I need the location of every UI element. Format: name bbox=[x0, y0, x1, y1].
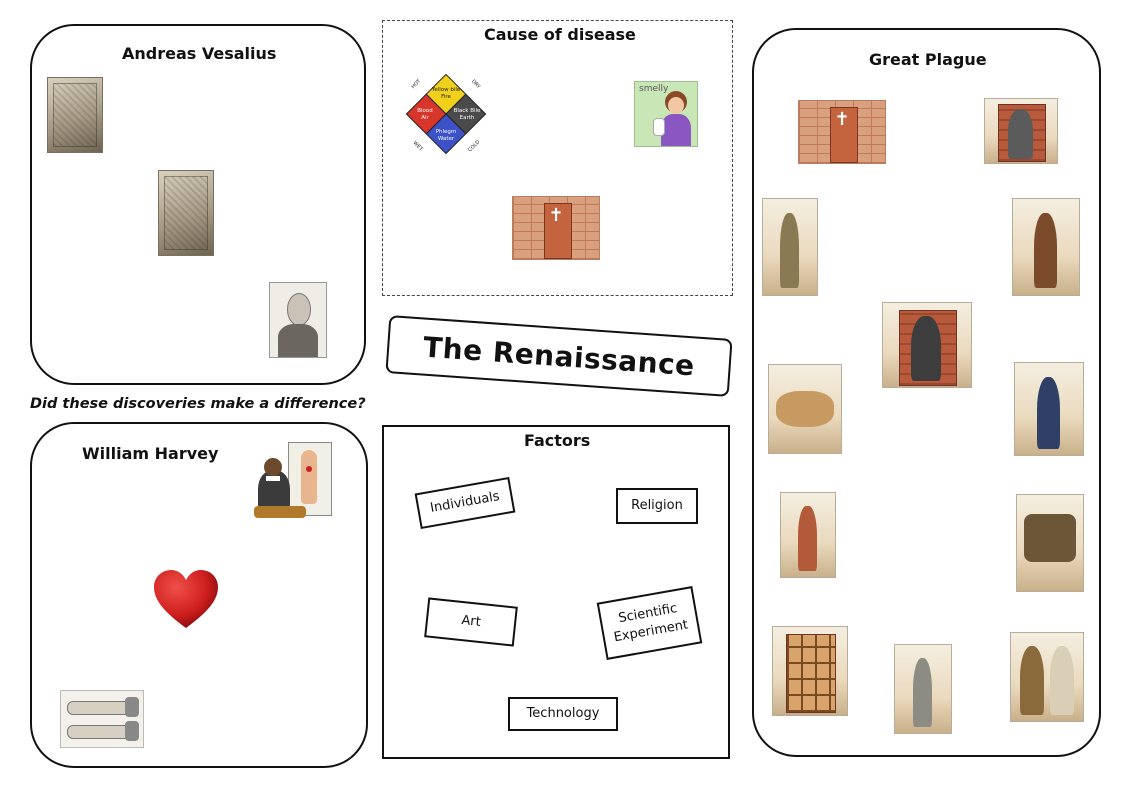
corner-label-wet: WET bbox=[412, 140, 425, 153]
portrait-head bbox=[286, 293, 312, 327]
chart-figure bbox=[301, 450, 317, 504]
doctor-figure bbox=[1034, 213, 1057, 289]
animal-figure bbox=[776, 391, 834, 427]
portrait-body bbox=[278, 324, 318, 357]
woman-figure bbox=[798, 505, 817, 572]
humour-label-fire: Fire bbox=[441, 94, 451, 100]
harvey-desk bbox=[254, 506, 306, 518]
humour-quadrant-red bbox=[405, 93, 447, 135]
cause-title: Cause of disease bbox=[484, 25, 636, 44]
doctor-visit-picture[interactable] bbox=[1012, 198, 1080, 296]
cart-figure bbox=[1023, 514, 1077, 563]
plague-doctor-door-picture[interactable] bbox=[882, 302, 972, 388]
cross-mark: ✝ bbox=[548, 204, 564, 226]
cross-mark: ✝ bbox=[834, 108, 850, 130]
man-figure-right bbox=[1049, 646, 1075, 715]
main-title: The Renaissance bbox=[422, 330, 696, 382]
harvey-collar bbox=[266, 476, 280, 481]
hand-upper bbox=[125, 697, 139, 717]
harvey-head bbox=[264, 458, 282, 476]
humour-label-air: Air bbox=[421, 115, 429, 121]
factor-scientific-experiment[interactable]: Scientific Experiment bbox=[596, 586, 703, 660]
four-humours-icon[interactable]: Yellow bile Fire Black Bile Earth Phlegm… bbox=[401, 69, 491, 159]
person-hand bbox=[653, 118, 665, 136]
burial-coffin-picture[interactable] bbox=[1014, 362, 1084, 456]
man-figure-left bbox=[1019, 646, 1045, 715]
street-cart-picture[interactable] bbox=[1016, 494, 1084, 592]
plague-door-picture[interactable]: ✝ bbox=[512, 196, 600, 260]
factors-panel: Factors Individuals Religion Art Scienti… bbox=[382, 425, 730, 759]
two-men-picture[interactable] bbox=[1010, 632, 1084, 722]
galen-portrait[interactable] bbox=[269, 282, 327, 358]
timber-house-picture[interactable] bbox=[772, 626, 848, 716]
humour-label-phlegm: Phlegm bbox=[436, 129, 457, 135]
person-face bbox=[668, 97, 684, 114]
humour-label-earth: Earth bbox=[460, 115, 475, 121]
circulation-experiment-engraving[interactable] bbox=[60, 690, 144, 748]
harvey-lecture-picture[interactable] bbox=[252, 440, 334, 522]
bearer-figure bbox=[1036, 376, 1060, 449]
dead-animals-picture[interactable] bbox=[768, 364, 842, 454]
factor-art[interactable]: Art bbox=[424, 597, 518, 647]
corner-label-dry: DRY bbox=[470, 79, 482, 91]
smelly-person-picture[interactable]: smelly bbox=[634, 81, 698, 147]
watchman-picture[interactable] bbox=[984, 98, 1058, 164]
humour-label-yellow: Yellow bile bbox=[431, 87, 461, 93]
woman-at-door-picture[interactable] bbox=[780, 492, 836, 578]
corner-label-hot: HOT bbox=[410, 78, 423, 91]
hand-lower bbox=[125, 721, 139, 741]
plague-title: Great Plague bbox=[869, 50, 987, 69]
main-title-box: The Renaissance bbox=[385, 315, 733, 397]
plague-doctor-figure bbox=[911, 315, 942, 382]
factor-religion[interactable]: Religion bbox=[616, 488, 698, 524]
humour-label-blackbile: Black Bile bbox=[454, 108, 481, 114]
harvey-panel: William Harvey bbox=[30, 422, 368, 768]
anatomy-lesson-engraving[interactable] bbox=[158, 170, 214, 256]
sweeping-woman-picture[interactable] bbox=[894, 644, 952, 734]
vesalius-panel: Andreas Vesalius bbox=[30, 24, 366, 385]
plague-door-cross-picture[interactable]: ✝ bbox=[798, 100, 886, 164]
nurse-figure bbox=[780, 213, 799, 289]
corner-label-cold: COLD bbox=[467, 139, 481, 153]
factors-title: Factors bbox=[524, 431, 591, 450]
humour-label-water: Water bbox=[438, 136, 455, 142]
sweeper-figure bbox=[912, 658, 932, 727]
vesalius-title: Andreas Vesalius bbox=[122, 44, 277, 63]
factor-technology[interactable]: Technology bbox=[508, 697, 618, 731]
watchman-figure bbox=[1008, 108, 1033, 159]
timber-frame bbox=[786, 634, 836, 714]
chart-heart-dot bbox=[306, 466, 312, 472]
person-body bbox=[661, 114, 691, 146]
cause-of-disease-panel: Cause of disease Yellow bile Fire Black … bbox=[382, 20, 733, 296]
smelly-label: smelly bbox=[639, 84, 669, 94]
factor-individuals[interactable]: Individuals bbox=[414, 476, 516, 530]
red-door bbox=[829, 107, 858, 163]
red-door bbox=[543, 203, 572, 259]
harvey-title: William Harvey bbox=[82, 444, 219, 463]
sickbed-picture[interactable] bbox=[762, 198, 818, 296]
vesalius-portrait-engraving[interactable] bbox=[47, 77, 103, 153]
great-plague-panel: Great Plague ✝ bbox=[752, 28, 1101, 757]
humour-label-blood: Blood bbox=[417, 108, 433, 114]
heart-icon[interactable] bbox=[152, 568, 220, 630]
question-text: Did these discoveries make a difference? bbox=[30, 396, 366, 412]
